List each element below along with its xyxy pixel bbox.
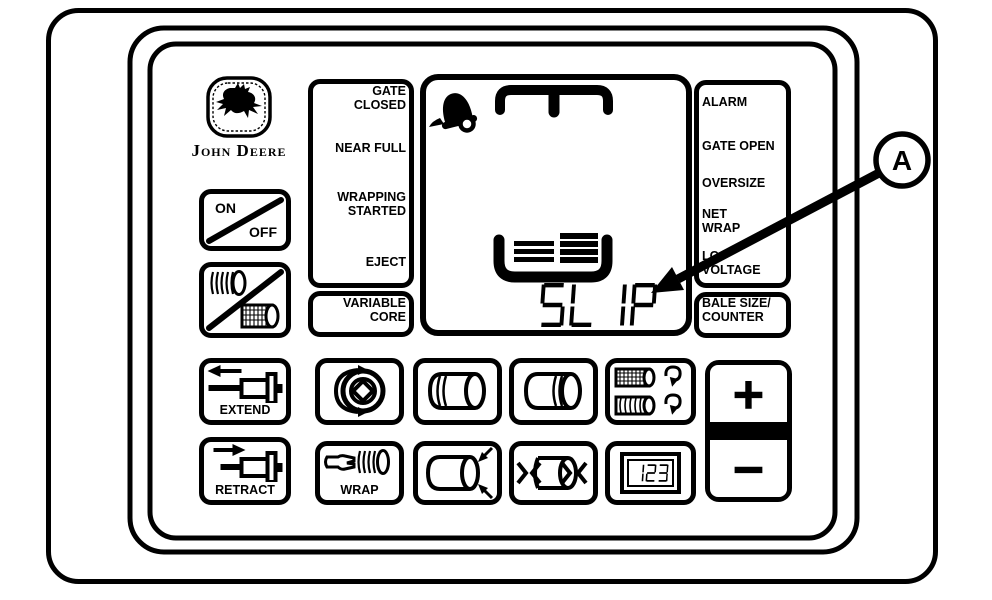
bale-compress-button[interactable] [509,441,598,505]
lcd-graphics [429,85,613,283]
display-message [532,283,663,327]
net-twine-wraps-icon [614,365,682,416]
retract-label: RETRACT [215,483,275,497]
diagonal-slash-icon [206,197,284,244]
actuator-retract-icon [213,444,283,482]
status-label-net-wrap: NET WRAP [702,207,741,235]
bale-fill-icon [493,233,613,283]
lcd-display [420,74,692,336]
gate-top-icon [495,85,613,118]
plus-label: + [730,368,767,418]
status-label-variable-core: VARIABLE CORE [343,296,406,324]
extend-label: EXTEND [219,403,271,417]
power-button[interactable]: ON OFF [199,189,291,251]
status-label-gate-open: GATE OPEN [702,139,775,153]
twine-net-select-button[interactable] [199,262,291,338]
retract-button[interactable]: RETRACT [199,437,291,505]
status-label-alarm: ALARM [702,95,748,109]
status-label-wrapping-started: WRAPPING STARTED [337,190,406,218]
wrap-button[interactable]: WRAP [315,441,404,505]
bale-core-icon [333,365,386,417]
power-off-label: OFF [249,224,277,240]
bale-twine-right-icon [523,372,582,410]
twine-net-slash-icon [206,269,284,331]
left-status-box [308,79,414,288]
bale-twine-left-icon [427,372,486,410]
bale-core-button[interactable] [315,358,404,425]
counter-digits [633,463,669,483]
minus-label: − [730,443,767,493]
net-twine-wraps-button[interactable] [605,358,696,425]
twine-wrap-left-button[interactable] [413,358,502,425]
status-label-eject: EJECT [365,255,406,269]
variable-core-box [308,291,414,337]
bale-size-counter-box [694,292,791,338]
john-deere-logo-icon [205,75,273,139]
wrap-hand-icon [324,449,390,475]
bale-size-button[interactable] [413,441,502,505]
twine-wrap-right-button[interactable] [509,358,598,425]
status-label-gate-closed: GATE CLOSED [353,84,406,112]
status-label-oversize: OVERSIZE [702,176,766,190]
plus-minus-group: + − [705,360,792,502]
plus-button[interactable]: + [710,365,787,422]
alarm-bell-icon [429,93,478,133]
counter-window-icon [620,452,681,494]
wrap-label: WRAP [340,483,379,497]
counter-button[interactable] [605,441,696,505]
minus-button[interactable]: − [710,440,787,497]
status-label-lo-voltage: LO VOLTAGE [702,249,761,277]
power-on-label: ON [215,200,236,216]
bale-size-icon [425,446,494,500]
bale-compress-icon [516,456,588,490]
actuator-extend-icon [207,365,283,403]
extend-button[interactable]: EXTEND [199,358,291,425]
brand-name: John Deere [191,141,287,160]
status-label-near-full: NEAR FULL [335,141,406,155]
status-label-bale-size-counter: BALE SIZE/ COUNTER [702,296,771,324]
